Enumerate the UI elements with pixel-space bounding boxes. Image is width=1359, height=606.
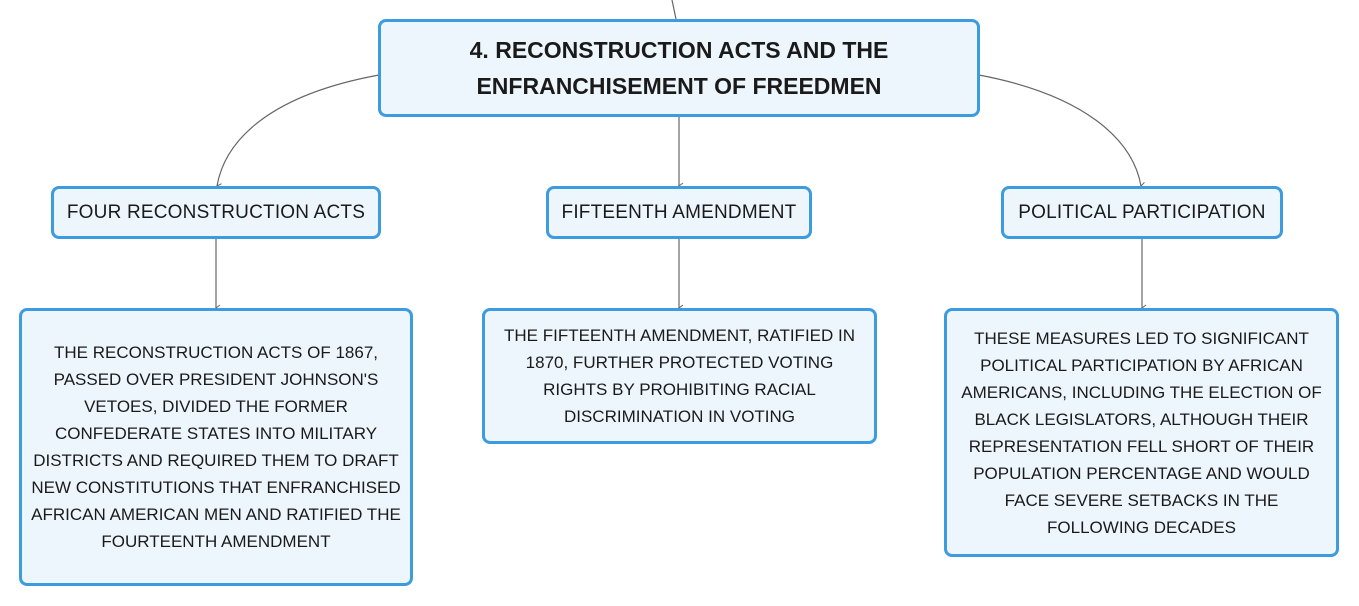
detail-text: THESE MEASURES LED TO SIGNIFICANT POLITI… (961, 328, 1322, 537)
root-topic-node[interactable]: 4. RECONSTRUCTION ACTS AND THE ENFRANCHI… (378, 19, 980, 117)
connector-root-to-branch-1 (216, 74, 380, 190)
connector-from-parent (671, 0, 677, 20)
branch-node-fifteenth-amendment[interactable]: FIFTEENTH AMENDMENT (546, 186, 812, 239)
branch-label: FOUR RECONSTRUCTION ACTS (66, 201, 366, 223)
root-topic-title: 4. RECONSTRUCTION ACTS AND THE ENFRANCHI… (469, 37, 889, 99)
branch-node-four-reconstruction-acts[interactable]: FOUR RECONSTRUCTION ACTS (51, 186, 381, 239)
detail-node-reconstruction-acts[interactable]: THE RECONSTRUCTION ACTS OF 1867, PASSED … (19, 308, 413, 586)
branch-label: POLITICAL PARTICIPATION (1018, 201, 1266, 223)
connector-root-to-branch-3 (978, 74, 1146, 189)
detail-text: THE RECONSTRUCTION ACTS OF 1867, PASSED … (31, 343, 401, 551)
detail-node-political-participation[interactable]: THESE MEASURES LED TO SIGNIFICANT POLITI… (944, 308, 1339, 557)
detail-text: THE FIFTEENTH AMENDMENT, RATIFIED IN 187… (503, 326, 856, 426)
branch-label: FIFTEENTH AMENDMENT (561, 201, 797, 223)
branch-node-political-participation[interactable]: POLITICAL PARTICIPATION (1001, 186, 1283, 239)
detail-node-fifteenth-amendment[interactable]: THE FIFTEENTH AMENDMENT, RATIFIED IN 187… (482, 308, 877, 444)
